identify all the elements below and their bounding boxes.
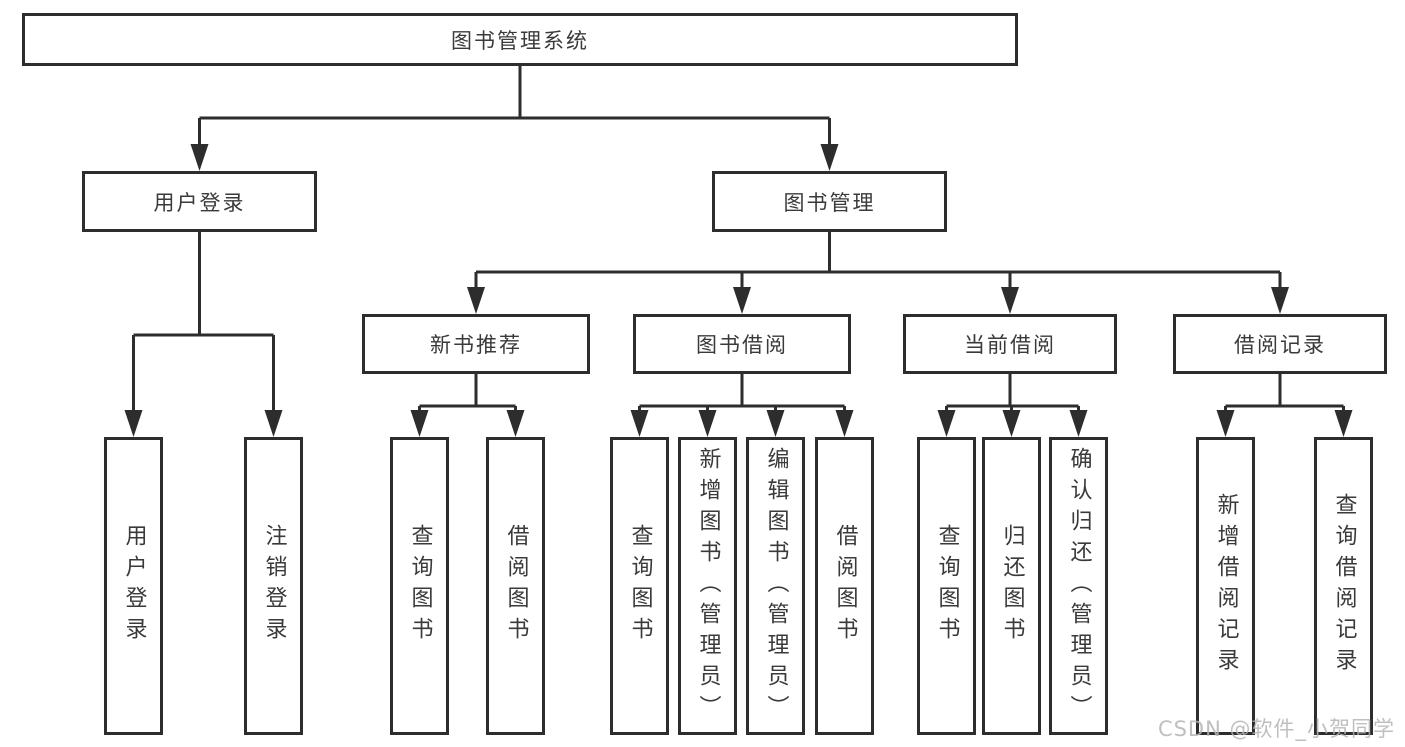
node-user-login-label: 用户登录 [153, 190, 246, 215]
leaf-add-borrow-record-label: 新增借阅记录 [1213, 493, 1239, 679]
node-book-management: 图书管理 [712, 171, 947, 232]
leaf-borrow-books-borrowing: 借阅图书 [815, 437, 874, 735]
leaf-user-login: 用户登录 [104, 437, 163, 735]
leaf-edit-book-admin: 编辑图书（管理员） [746, 437, 805, 735]
leaf-query-books-recommend: 查询图书 [390, 437, 449, 735]
leaf-add-borrow-record: 新增借阅记录 [1196, 437, 1255, 735]
node-book-borrowing: 图书借阅 [633, 314, 851, 374]
node-root-label: 图书管理系统 [451, 28, 589, 53]
leaf-borrow-books-recommend: 借阅图书 [486, 437, 545, 735]
node-book-borrowing-label: 图书借阅 [696, 333, 788, 357]
leaf-logout: 注销登录 [244, 437, 303, 735]
leaf-user-login-label: 用户登录 [121, 524, 147, 648]
leaf-confirm-return-admin-label: 确认归还（管理员） [1066, 446, 1092, 726]
node-new-book-recommend-label: 新书推荐 [430, 333, 522, 357]
node-current-borrowing: 当前借阅 [903, 314, 1117, 374]
leaf-borrow-books-recommend-label: 借阅图书 [503, 524, 529, 648]
leaf-add-book-admin: 新增图书（管理员） [678, 437, 737, 735]
node-book-management-label: 图书管理 [783, 190, 876, 215]
node-borrowing-records-label: 借阅记录 [1234, 333, 1326, 357]
leaf-logout-label: 注销登录 [261, 524, 287, 648]
leaf-query-books-current: 查询图书 [917, 437, 976, 735]
leaf-return-books: 归还图书 [982, 437, 1041, 735]
leaf-borrow-books-borrowing-label: 借阅图书 [832, 524, 858, 648]
leaf-query-books-current-label: 查询图书 [934, 524, 960, 648]
node-borrowing-records: 借阅记录 [1173, 314, 1387, 374]
leaf-query-books-borrowing-label: 查询图书 [627, 524, 653, 648]
leaf-confirm-return-admin: 确认归还（管理员） [1049, 437, 1108, 735]
leaf-add-book-admin-label: 新增图书（管理员） [695, 446, 721, 726]
leaf-query-books-borrowing: 查询图书 [610, 437, 669, 735]
node-current-borrowing-label: 当前借阅 [964, 333, 1056, 357]
leaf-edit-book-admin-label: 编辑图书（管理员） [763, 446, 789, 726]
csdn-watermark: CSDN @软件_小贺同学 [1157, 717, 1395, 741]
node-root: 图书管理系统 [22, 13, 1018, 66]
leaf-return-books-label: 归还图书 [999, 524, 1025, 648]
node-new-book-recommend: 新书推荐 [362, 314, 590, 374]
node-user-login: 用户登录 [82, 171, 317, 232]
leaf-query-borrow-record-label: 查询借阅记录 [1331, 493, 1357, 679]
leaf-query-borrow-record: 查询借阅记录 [1314, 437, 1373, 735]
leaf-query-books-recommend-label: 查询图书 [407, 524, 433, 648]
